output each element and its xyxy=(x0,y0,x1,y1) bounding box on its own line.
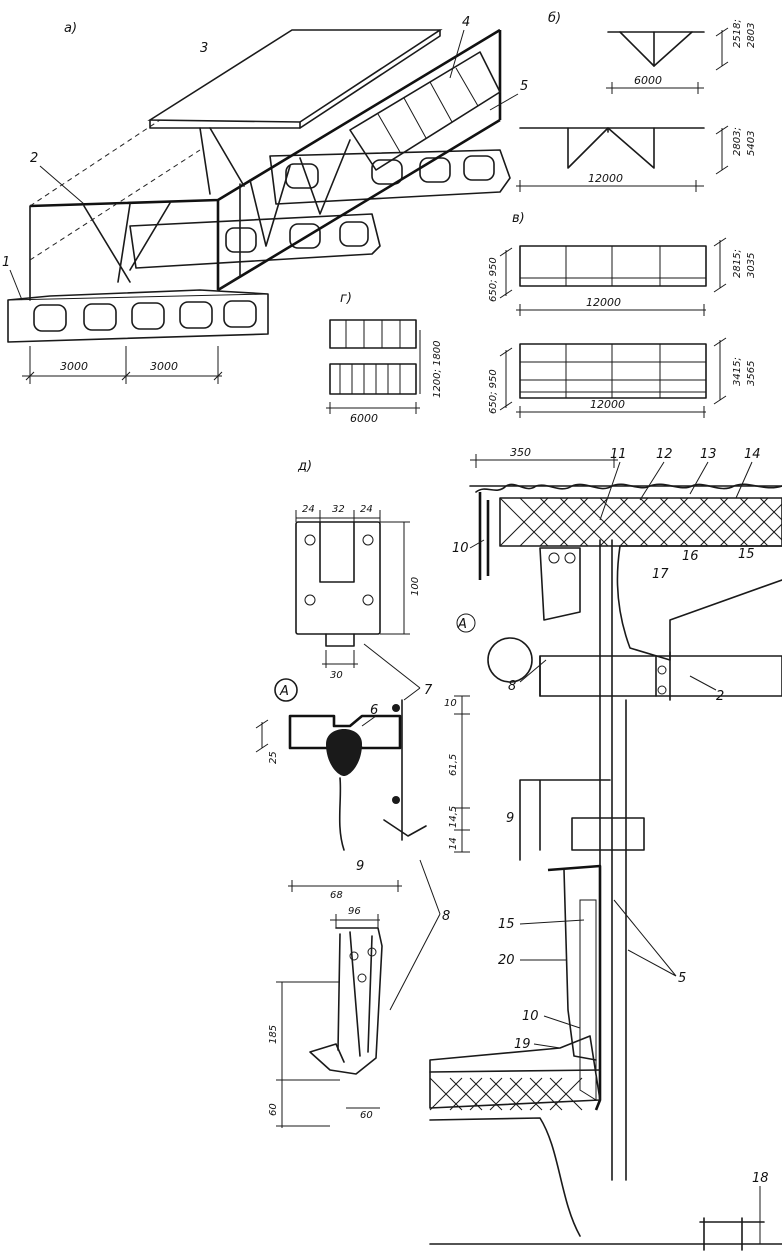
dim-d-100: 100 xyxy=(410,577,421,596)
panel-v-sash-elevations: в) 650; 950 12000 2815; 3035 650; 950 12… xyxy=(488,211,757,418)
callout-6: 6 xyxy=(370,703,378,718)
dim-d-32: 32 xyxy=(332,504,345,515)
dim-d-30: 30 xyxy=(330,670,343,681)
panel-b-truss-profiles: б) 6000 2518; 2803 12000 2803; 5403 xyxy=(516,11,757,192)
roof-beam-middle xyxy=(129,213,381,269)
dim-v-len2: 12000 xyxy=(590,398,625,411)
callout-10-upper: 10 xyxy=(452,541,469,556)
roof-panel-3 xyxy=(147,29,443,195)
callout-13: 13 xyxy=(700,447,717,462)
dim-v-h2b: 3565 xyxy=(746,361,757,386)
callout-15-upper: 15 xyxy=(738,547,755,562)
detail-bracket-8: 96 185 60 60 8 xyxy=(268,859,450,1128)
skylight-truss-frame xyxy=(29,28,502,301)
callout-3: 3 xyxy=(200,41,208,56)
panel-label-b: б) xyxy=(548,11,561,26)
dim-v-h1b: 3035 xyxy=(746,253,757,278)
panel-label-v: в) xyxy=(512,211,525,226)
dim-a-span1: 3000 xyxy=(60,360,88,373)
detail-a-profile: A 6 9 25 68 10 61,5 14,5 14 xyxy=(255,678,470,901)
dim-d-60: 60 xyxy=(268,1103,279,1116)
dim-v-h1: 2815; xyxy=(732,249,743,278)
callout-20: 20 xyxy=(498,953,515,968)
callout-5-section: 5 xyxy=(678,971,686,986)
dim-d-145: 14,5 xyxy=(448,806,459,828)
dim-d-350: 350 xyxy=(510,446,531,459)
callout-14: 14 xyxy=(744,447,761,462)
dim-d-24a: 24 xyxy=(302,504,315,515)
panel-d-details: д) 24 32 24 100 30 7 A xyxy=(255,446,782,1251)
callout-7: 7 xyxy=(424,683,433,698)
panel-label-d: д) xyxy=(297,459,312,474)
callout-1: 1 xyxy=(2,255,10,270)
callout-8-section: 8 xyxy=(508,679,516,694)
dim-b-6000: 6000 xyxy=(634,74,662,87)
detail-plate-7: 24 32 24 100 30 7 xyxy=(295,504,433,701)
callout-16: 16 xyxy=(682,549,699,564)
dim-d-24b: 24 xyxy=(360,504,373,515)
dim-d-10: 10 xyxy=(444,698,457,709)
callout-2: 2 xyxy=(30,151,38,166)
dim-d-w60: 60 xyxy=(360,1110,373,1121)
dim-b-h1b: 2803 xyxy=(746,23,757,48)
callout-12: 12 xyxy=(656,447,673,462)
dim-d-14: 14 xyxy=(448,837,459,850)
callout-5: 5 xyxy=(520,79,528,94)
callout-18: 18 xyxy=(752,1171,769,1186)
panel-label-g: г) xyxy=(340,291,352,306)
callout-A-marker: A xyxy=(457,617,467,632)
callout-17: 17 xyxy=(652,567,669,582)
dim-v-h2: 3415; xyxy=(732,357,743,386)
callout-9: 9 xyxy=(356,859,364,874)
dim-g-h: 1200; 1800 xyxy=(432,341,443,398)
dim-v-left2: 650; 950 xyxy=(488,369,499,414)
dim-g-len: 6000 xyxy=(350,412,378,425)
callout-8: 8 xyxy=(442,909,450,924)
callout-19: 19 xyxy=(514,1037,531,1052)
dim-d-185: 185 xyxy=(268,1025,279,1044)
callout-4: 4 xyxy=(462,15,470,30)
dim-v-left1: 650; 950 xyxy=(488,257,499,302)
callout-15-lower: 15 xyxy=(498,917,515,932)
dim-b-12000: 12000 xyxy=(588,172,623,185)
glazing-sashes-4 xyxy=(349,51,501,171)
panel-g-glazing-panel: г) 6000 1200; 1800 xyxy=(326,291,443,425)
dim-v-len1: 12000 xyxy=(586,296,621,309)
dim-a-span2: 3000 xyxy=(150,360,178,373)
callout-11: 11 xyxy=(610,447,627,462)
dim-d-96: 96 xyxy=(348,906,361,917)
roof-beam-lower xyxy=(7,289,269,343)
detail-marker-a: A xyxy=(279,684,289,699)
callout-9-section: 9 xyxy=(506,811,514,826)
panel-a-skylight-isometric: а) xyxy=(2,15,528,384)
dim-b-h1: 2518; xyxy=(732,19,743,48)
dim-d-68: 68 xyxy=(330,890,343,901)
callout-2-section: 2 xyxy=(716,689,724,704)
dim-d-615: 61,5 xyxy=(448,754,459,776)
dim-d-25: 25 xyxy=(268,751,279,764)
callout-10-lower: 10 xyxy=(522,1009,539,1024)
main-section-view: 350 A xyxy=(429,446,782,1251)
panel-label-a: а) xyxy=(64,21,77,36)
dim-b-h2b: 5403 xyxy=(746,131,757,156)
dimension-a: 3000 3000 xyxy=(22,346,223,384)
dim-b-h2: 2803; xyxy=(732,127,743,156)
